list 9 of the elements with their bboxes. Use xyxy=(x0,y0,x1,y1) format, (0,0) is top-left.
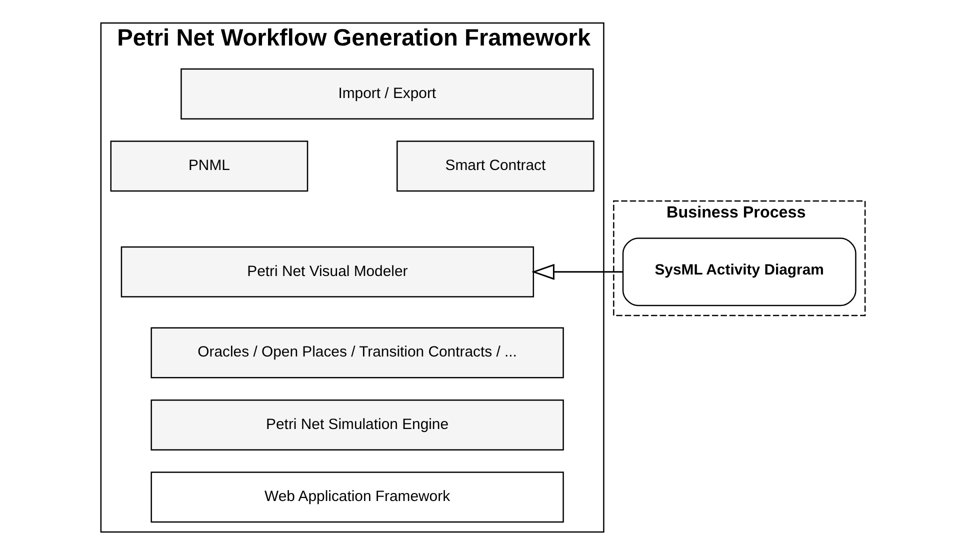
node-box: SysML Activity Diagram xyxy=(622,238,856,306)
node-box: Petri Net Simulation Engine xyxy=(150,399,564,450)
arrow xyxy=(532,264,623,280)
node-box: Smart Contract xyxy=(396,140,594,192)
node-box: Petri Net Visual Modeler xyxy=(120,246,534,298)
node-box: Web Application Framework xyxy=(150,472,564,523)
node-box: Import / Export xyxy=(180,68,594,120)
node-box: Oracles / Open Places / Transition Contracts / ... xyxy=(150,327,564,378)
node-box: PNML xyxy=(110,140,308,192)
